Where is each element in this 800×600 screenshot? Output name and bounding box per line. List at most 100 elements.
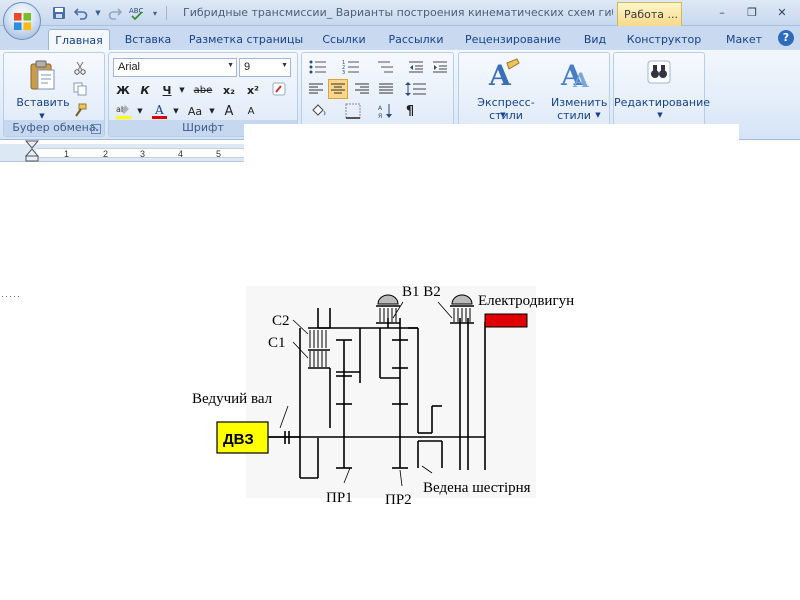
multilevel-list-icon[interactable] — [372, 57, 398, 77]
clipboard-launcher-icon[interactable]: ↘ — [91, 124, 101, 134]
paste-icon[interactable] — [26, 59, 58, 91]
ruler-tick: 5 — [216, 149, 222, 159]
quick-styles-dropdown-icon[interactable]: ▼ — [500, 111, 506, 119]
change-case-button[interactable]: Aa — [187, 104, 203, 118]
tab-references[interactable]: Ссылки — [322, 33, 366, 46]
highlight-dropdown-icon[interactable]: ▼ — [137, 107, 143, 115]
label-engine: ДВЗ — [223, 431, 254, 448]
ribbon-tabs: Главная Вставка Разметка страницы Ссылки… — [0, 26, 800, 50]
save-icon[interactable] — [50, 4, 68, 22]
font-color-icon[interactable]: A — [149, 101, 171, 121]
subscript-button[interactable]: x₂ — [223, 83, 235, 97]
qat-separator — [166, 6, 167, 20]
highlight-icon[interactable]: ab — [113, 101, 135, 121]
editing-dropdown-icon[interactable]: ▼ — [657, 111, 663, 119]
office-button[interactable] — [3, 2, 41, 40]
line-spacing-icon[interactable] — [402, 79, 430, 99]
spellcheck-icon[interactable]: ABC — [128, 4, 146, 22]
svg-text:Я: Я — [378, 113, 382, 119]
minimize-button[interactable]: – — [719, 5, 725, 19]
copy-icon[interactable] — [70, 79, 90, 99]
tab-page-layout[interactable]: Разметка страницы — [188, 33, 304, 46]
clutch-c2-pack — [309, 330, 327, 348]
engine-block — [216, 421, 269, 454]
editing-group: Редактирование ▼ — [613, 52, 710, 137]
office-logo-icon — [13, 12, 32, 31]
align-left-icon[interactable] — [306, 79, 326, 99]
paste-dropdown-icon[interactable]: ▼ — [39, 112, 45, 120]
close-button[interactable]: ✕ — [777, 5, 787, 19]
tab-review[interactable]: Рецензирование — [465, 33, 561, 46]
quick-styles-label[interactable]: Экспресс-стили — [477, 96, 535, 122]
grow-font-button[interactable]: A — [224, 103, 234, 119]
ruler-tick: 2 — [103, 149, 109, 159]
label-pr1: ПР1 — [326, 490, 353, 506]
change-styles-dropdown-icon[interactable]: ▼ — [595, 111, 601, 119]
editing-label[interactable]: Редактирование — [614, 96, 710, 109]
bold-button[interactable]: Ж — [116, 83, 130, 97]
underline-dropdown-icon[interactable]: ▼ — [179, 86, 185, 94]
clipboard-group: Вставить ▼ Буфер обмена ↘ — [3, 52, 105, 137]
quick-styles-icon[interactable]: A — [487, 57, 521, 92]
format-painter-icon[interactable] — [70, 100, 90, 120]
label-electric-motor: Електродвигун — [478, 293, 574, 309]
restore-button[interactable]: ❐ — [747, 5, 757, 19]
font-size-value: 9 — [244, 61, 251, 73]
kinematic-scheme-diagram: В1 В2 Електродвигун С2 С1 Ведучий вал ДВ… — [192, 284, 574, 508]
brake-b1 — [376, 294, 400, 324]
ruler-scale: 1 2 3 4 5 — [36, 148, 244, 159]
document-page-edge — [244, 124, 739, 162]
italic-button[interactable]: К — [140, 83, 150, 97]
align-center-icon[interactable] — [328, 79, 348, 99]
underline-button[interactable]: Ч — [162, 83, 172, 97]
redo-icon[interactable] — [106, 4, 124, 22]
ruler-dots-icon — [2, 296, 19, 297]
clear-format-icon[interactable] — [269, 79, 289, 99]
label-drive-shaft: Ведучий вал — [192, 391, 273, 407]
tab-home[interactable]: Главная — [48, 29, 110, 50]
change-styles-label-1[interactable]: Изменить — [551, 96, 608, 109]
tab-insert[interactable]: Вставка — [124, 33, 172, 46]
change-case-dropdown-icon[interactable]: ▼ — [209, 107, 215, 115]
tab-design[interactable]: Конструктор — [626, 33, 702, 46]
font-size-combo[interactable]: 9 ▼ — [239, 58, 291, 77]
shading-icon[interactable] — [306, 101, 332, 121]
justify-icon[interactable] — [376, 79, 396, 99]
indent-marker-icon[interactable] — [25, 140, 39, 162]
borders-icon[interactable] — [340, 101, 366, 121]
svg-text:A: A — [560, 59, 584, 91]
undo-icon[interactable] — [72, 4, 90, 22]
tab-mailings[interactable]: Рассылки — [388, 33, 444, 46]
svg-text:1: 1 — [342, 60, 345, 66]
chevron-down-icon[interactable]: ▼ — [95, 9, 101, 17]
change-styles-label-2[interactable]: стили — [557, 109, 591, 122]
help-icon[interactable]: ? — [778, 30, 794, 46]
horizontal-ruler[interactable]: 1 2 3 4 5 — [0, 144, 244, 297]
shrink-font-button[interactable]: A — [247, 105, 255, 117]
context-tab-title: Работа ... — [617, 2, 682, 26]
tab-layout[interactable]: Макет — [725, 33, 763, 46]
cut-icon[interactable] — [70, 58, 90, 78]
tab-view[interactable]: Вид — [583, 33, 607, 46]
customize-qat-icon[interactable]: ▾ — [152, 8, 157, 18]
paste-button-label[interactable]: Вставить — [16, 96, 70, 109]
clutch-c1-pack — [309, 351, 327, 367]
label-c2: С2 — [272, 313, 290, 329]
strikethrough-button[interactable]: abe — [193, 84, 213, 96]
increase-indent-icon[interactable] — [430, 57, 450, 77]
svg-text:A: A — [378, 105, 383, 112]
font-name-combo[interactable]: Arial ▼ — [113, 58, 237, 77]
font-color-dropdown-icon[interactable]: ▼ — [173, 107, 179, 115]
superscript-button[interactable]: x² — [247, 83, 259, 97]
align-right-icon[interactable] — [352, 79, 372, 99]
bullets-icon[interactable] — [305, 57, 331, 77]
binoculars-icon[interactable] — [646, 59, 672, 85]
decrease-indent-icon[interactable] — [406, 57, 426, 77]
show-marks-icon[interactable]: ¶ — [405, 103, 415, 119]
